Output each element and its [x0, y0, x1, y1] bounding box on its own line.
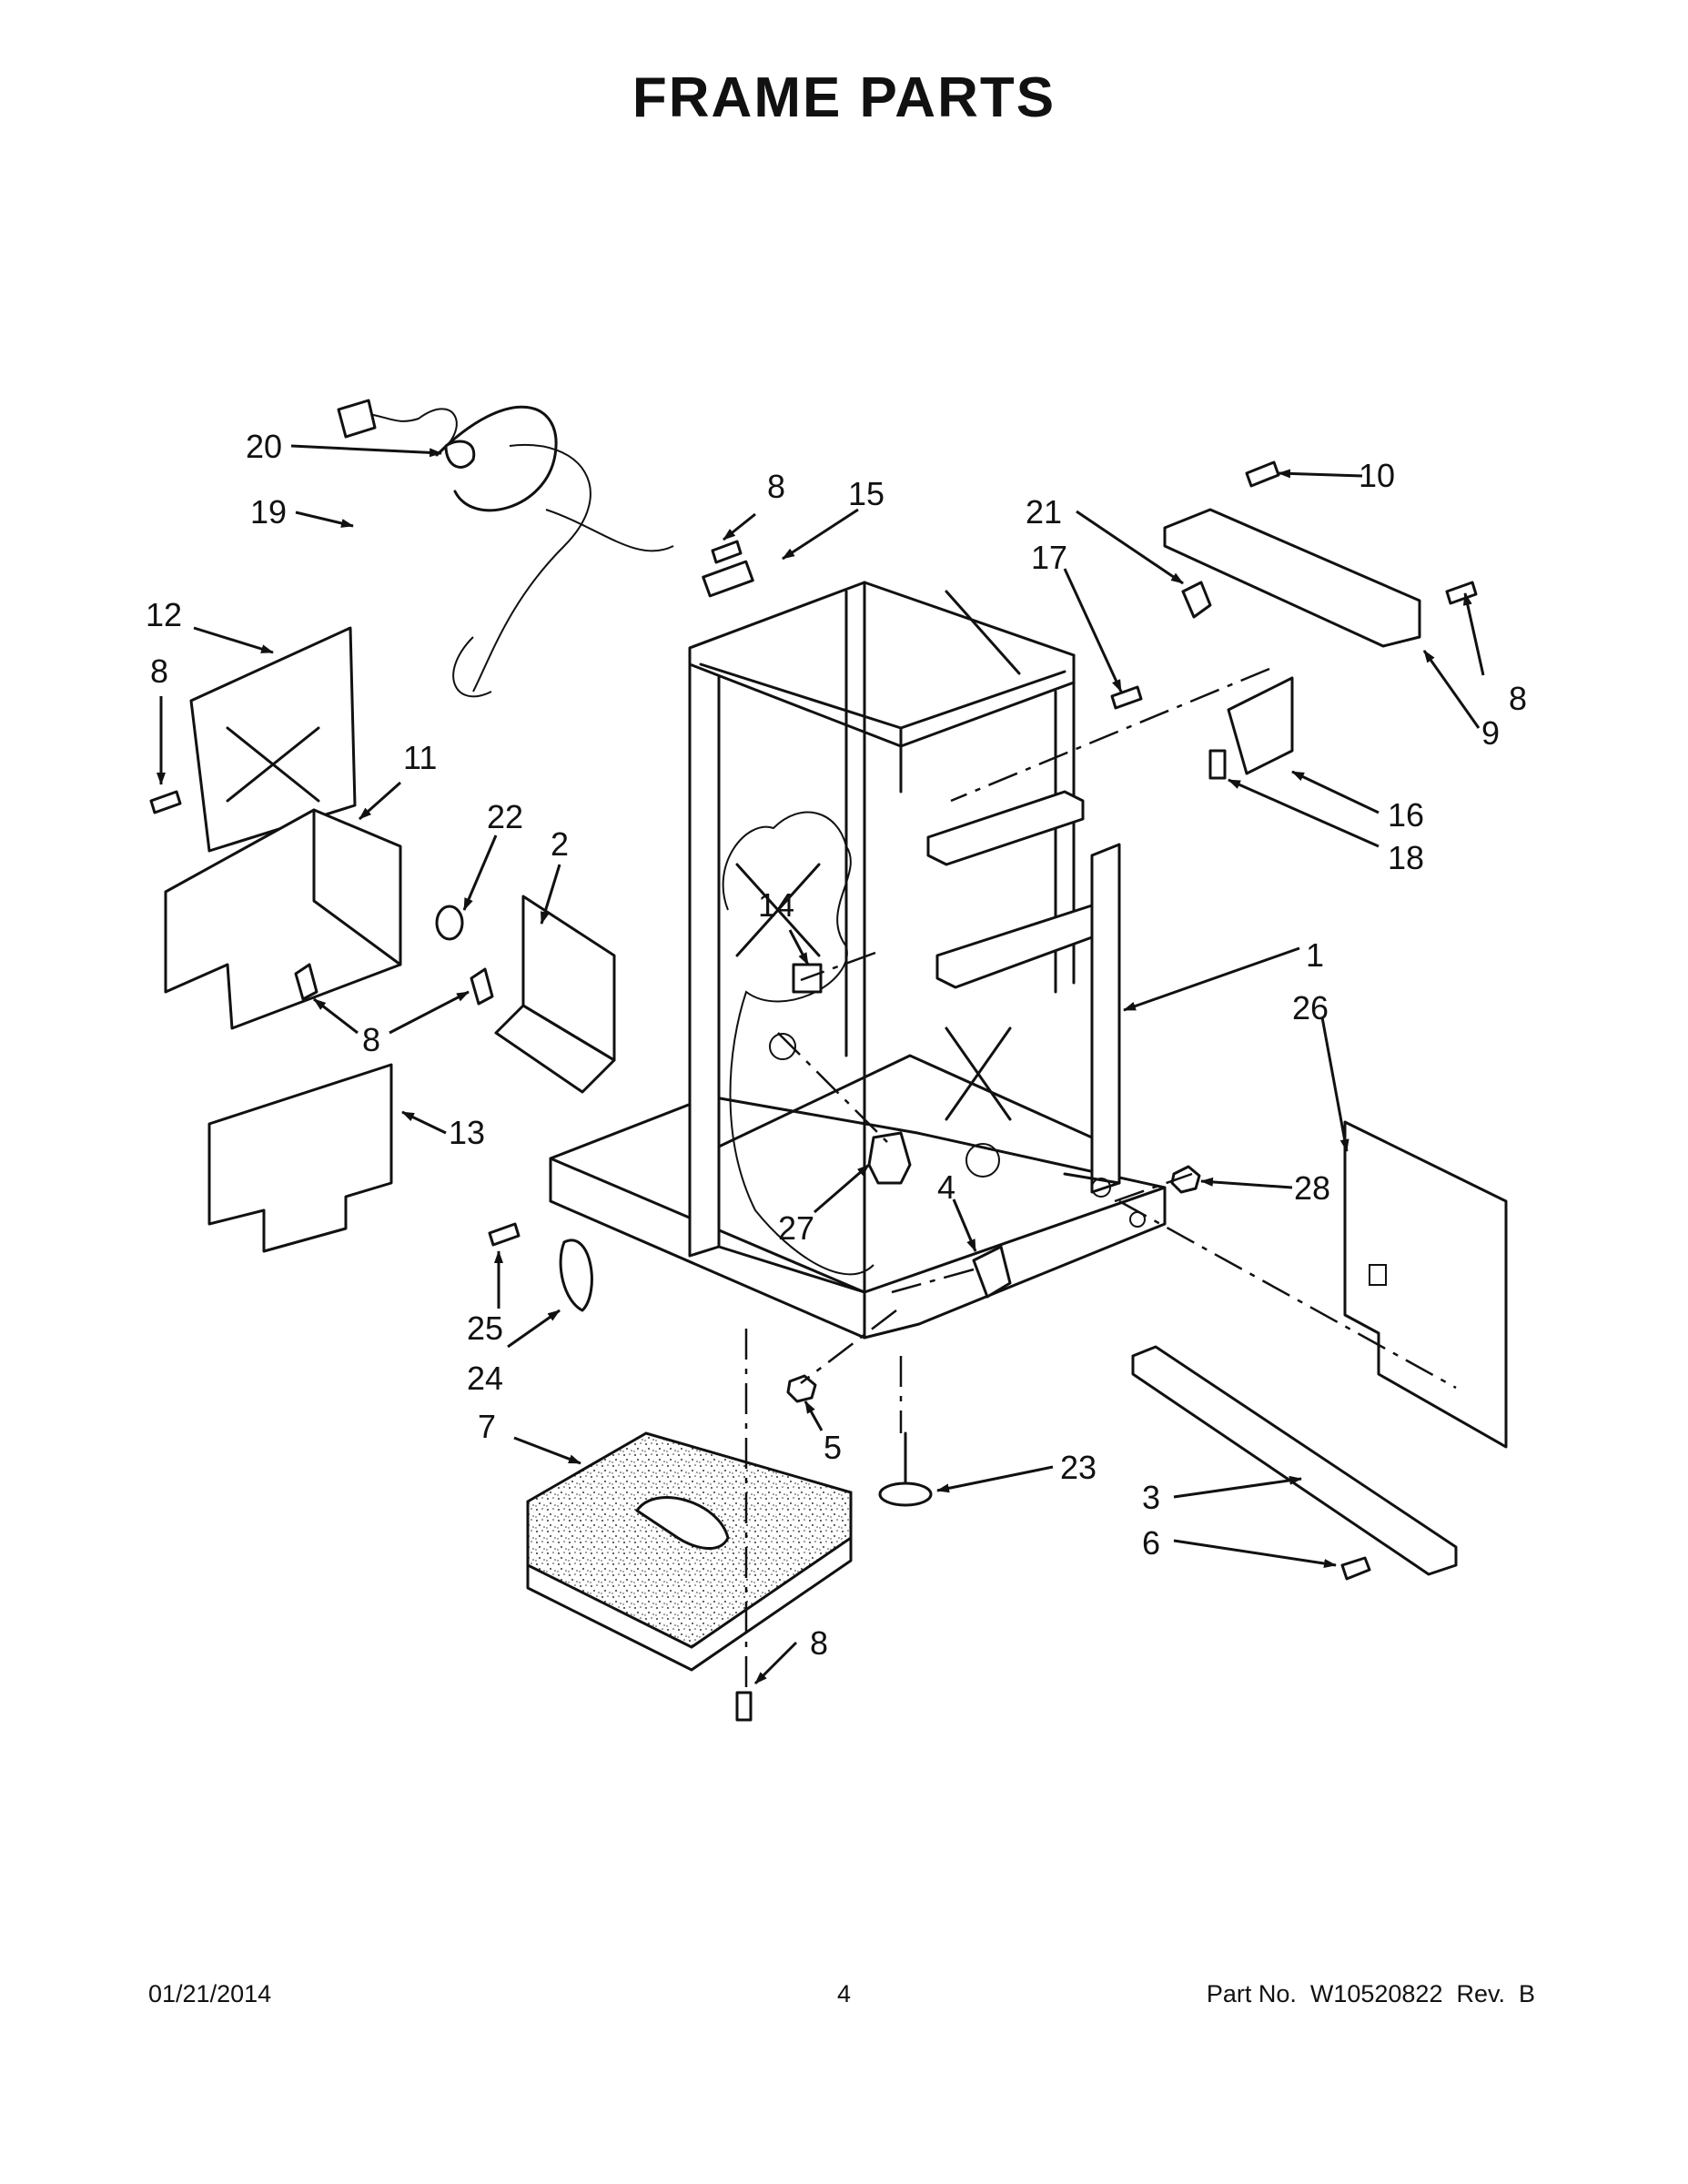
callout-23: 23: [1060, 1449, 1097, 1486]
callout-24: 24: [467, 1360, 503, 1397]
callout-26: 26: [1292, 989, 1329, 1026]
part-2-bracket: [521, 895, 616, 1062]
part-28-nut: [1170, 1165, 1201, 1194]
part-27-grommet: [867, 1131, 912, 1185]
callout-27: 27: [778, 1209, 814, 1247]
leader-lines: [157, 444, 1485, 1685]
callout-5: 5: [824, 1429, 842, 1466]
callout-11: 11: [403, 739, 437, 776]
callout-7: 7: [478, 1408, 496, 1445]
part-4-valve: [972, 1245, 1012, 1299]
callout-20: 20: [246, 428, 282, 465]
callout-22: 22: [487, 798, 523, 835]
callout-18: 18: [1388, 839, 1424, 876]
callout-8-top: 8: [767, 468, 785, 505]
part-13-shield: [207, 1063, 393, 1253]
part-18-clip: [1208, 749, 1227, 780]
part-12-panel: [189, 626, 357, 853]
callout-13: 13: [449, 1114, 485, 1151]
callout-28: 28: [1294, 1169, 1330, 1207]
part-17-screw: [1110, 685, 1143, 710]
part-25-screw: [488, 1222, 521, 1247]
callout-6: 6: [1142, 1524, 1160, 1562]
callout-labels: 20 19 12 8 11 22 2 8 13 8 15 14 21 17 10…: [146, 428, 1527, 1662]
callout-8-left: 8: [150, 652, 168, 690]
part-11-cover: [164, 808, 402, 1030]
callout-8-mid: 8: [362, 1021, 380, 1058]
wire-harness: [337, 399, 674, 698]
callout-1: 1: [1306, 936, 1324, 974]
part-9-bracket: [1163, 508, 1421, 648]
footer-page-number: 4: [836, 1980, 852, 2007]
callout-8-bottom: 8: [810, 1624, 828, 1662]
part-24-caster: [559, 1239, 593, 1312]
part-21-clip: [1181, 581, 1212, 619]
callout-3: 3: [1142, 1479, 1160, 1516]
footer-part-number: Part No. W10520822 Rev. B: [1206, 1980, 1535, 2007]
part-26-panel: [1343, 1120, 1508, 1449]
part-6-screw: [1340, 1556, 1371, 1581]
callout-21: 21: [1026, 493, 1062, 531]
footer-date: 01/21/2014: [148, 1980, 272, 2007]
callout-12: 12: [146, 596, 182, 633]
callout-4: 4: [937, 1168, 955, 1206]
callout-25: 25: [467, 1309, 503, 1347]
part-5-nut: [786, 1374, 817, 1403]
part-16-bracket: [1227, 676, 1294, 775]
callout-14: 14: [758, 886, 794, 924]
callout-17: 17: [1031, 539, 1067, 576]
part-23-leveling-leg: [878, 1481, 933, 1507]
callout-16: 16: [1388, 796, 1424, 834]
part-22-bushing: [435, 905, 464, 941]
cabinet-frame: [549, 581, 1167, 1340]
callout-8-right: 8: [1509, 680, 1527, 717]
part-10-screw: [1245, 460, 1280, 488]
callout-2: 2: [551, 825, 569, 863]
part-3-rail: [1131, 1345, 1458, 1576]
part-15-clip: [702, 560, 754, 598]
page-title: FRAME PARTS: [632, 66, 1056, 129]
callout-15: 15: [848, 475, 884, 512]
callout-9: 9: [1481, 714, 1500, 752]
callout-10: 10: [1359, 457, 1395, 494]
callout-19: 19: [250, 493, 287, 531]
